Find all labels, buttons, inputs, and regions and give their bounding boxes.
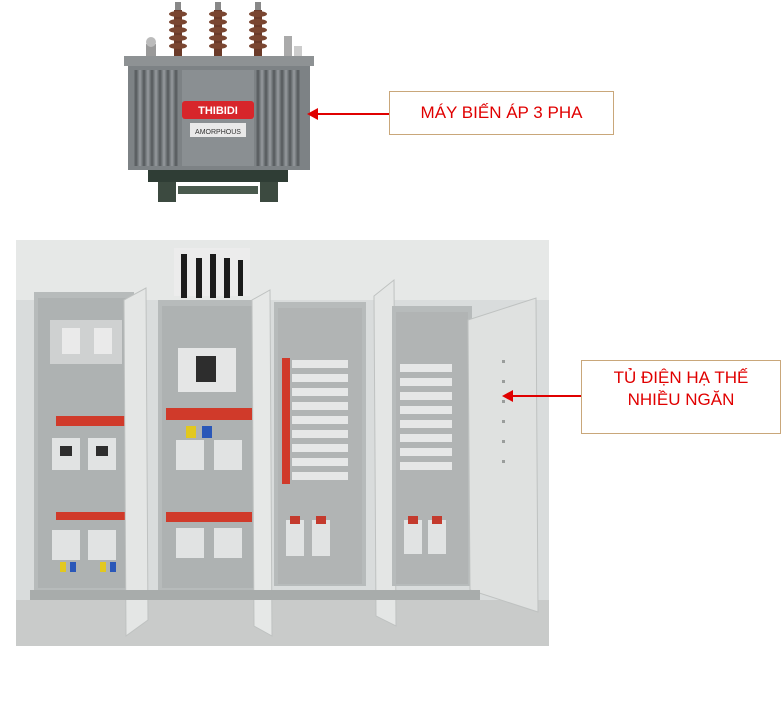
switchboard-photo [16,240,549,646]
cabinet-1 [34,292,134,592]
cabinet-3 [274,302,366,586]
brand-text: THIBIDI [198,105,238,117]
brand-plate [182,101,254,119]
cabinet-2 [158,300,258,592]
bushing-right [249,2,267,58]
cabinet-4 [392,306,472,586]
transformer-callout: MÁY BIẾN ÁP 3 PHA [389,91,614,135]
model-text: AMORPHOUS [195,129,241,136]
transformer-arrow [307,108,389,120]
bushing-left [169,2,187,58]
panel-callout-line1: TỦ ĐIỆN HẠ THẾ [613,368,749,387]
panel-callout: TỦ ĐIỆN HẠ THẾ NHIỀU NGĂN [581,360,781,434]
panel-callout-line2: NHIỀU NGĂN [627,390,735,409]
panel-arrow [502,390,582,402]
transformer-callout-text: MÁY BIẾN ÁP 3 PHA [420,103,583,122]
transformer-image: THIBIDI AMORPHOUS [124,2,314,202]
bushing-middle [209,2,227,58]
